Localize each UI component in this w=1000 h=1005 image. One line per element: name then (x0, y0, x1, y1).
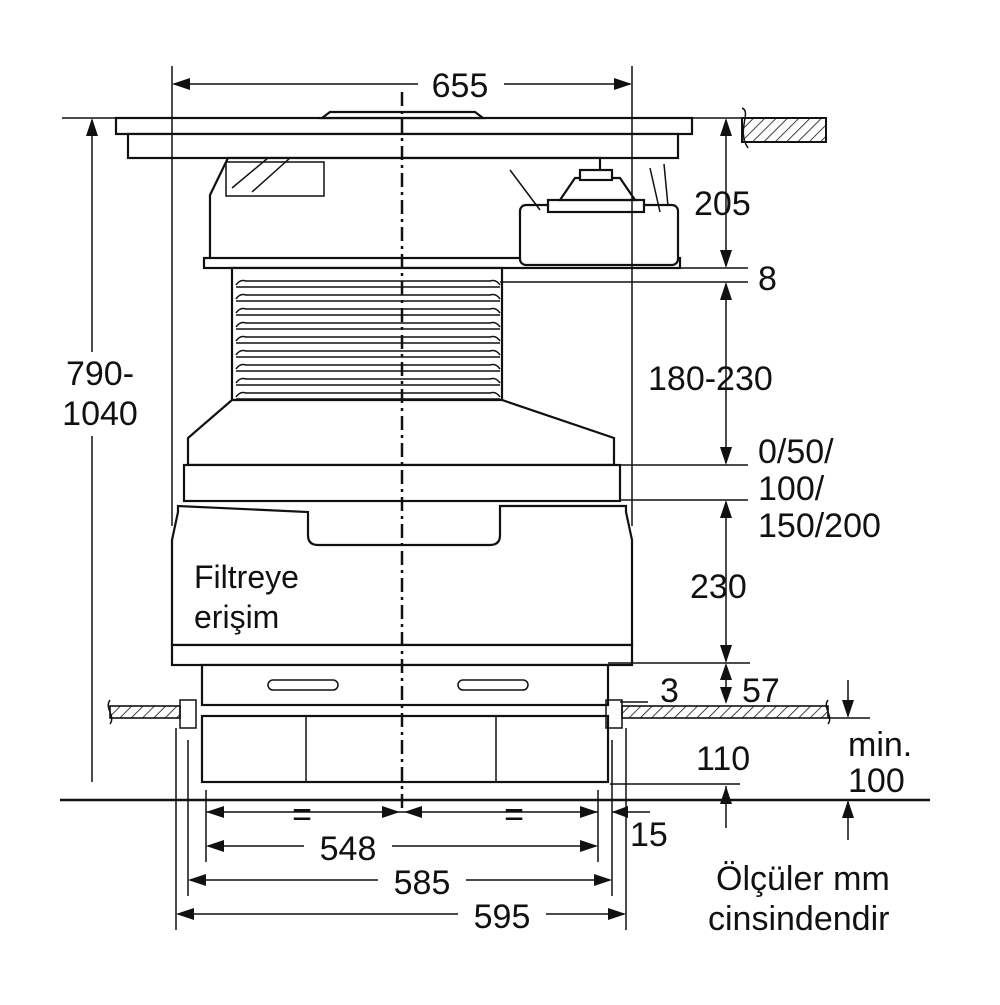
labels: Filtreye erişim Ölçüler mm cinsindendir (194, 559, 890, 938)
dim-min-line2: 100 (848, 762, 905, 800)
filter-access-label-line1: Filtreye (194, 559, 299, 595)
dim-equal-right: = (504, 796, 524, 834)
dim-height-line2: 1040 (62, 395, 138, 433)
dim-min-line1: min. (848, 726, 912, 764)
dim-205: 205 (694, 185, 751, 223)
dim-57: 57 (742, 672, 780, 710)
cabinet-base (107, 699, 831, 729)
extension-lines (62, 66, 870, 930)
dim-585: 585 (394, 864, 451, 902)
fan-motor (509, 163, 680, 267)
dim-180-230: 180-230 (648, 360, 773, 398)
dimension-texts: 655 790- 1040 205 8 180-230 0/50/ 100/ 1… (58, 64, 912, 936)
filter-access-label-line2: erişim (194, 599, 279, 635)
outlet-plinth (200, 663, 610, 784)
worktop-section (741, 107, 827, 149)
cooktop-glass (114, 110, 694, 160)
dim-595: 595 (474, 898, 531, 936)
dim-height-line1: 790- (66, 355, 134, 393)
dim-8: 8 (758, 260, 777, 298)
dim-15: 15 (630, 816, 668, 854)
dim-gap-line1: 0/50/ (758, 433, 834, 471)
dim-equal-left: = (292, 796, 312, 834)
units-note-line2: cinsindendir (708, 900, 889, 938)
dim-3: 3 (660, 672, 679, 710)
dim-548: 548 (320, 830, 377, 868)
dim-230: 230 (690, 568, 747, 606)
dim-110: 110 (696, 740, 750, 778)
units-note-line1: Ölçüler mm (716, 860, 890, 898)
bellows-duct (230, 266, 504, 402)
dim-gap-line2: 100/ (758, 470, 825, 508)
filter-box (170, 504, 634, 667)
dim-gap-line3: 150/200 (758, 507, 881, 545)
dim-655: 655 (432, 67, 489, 105)
